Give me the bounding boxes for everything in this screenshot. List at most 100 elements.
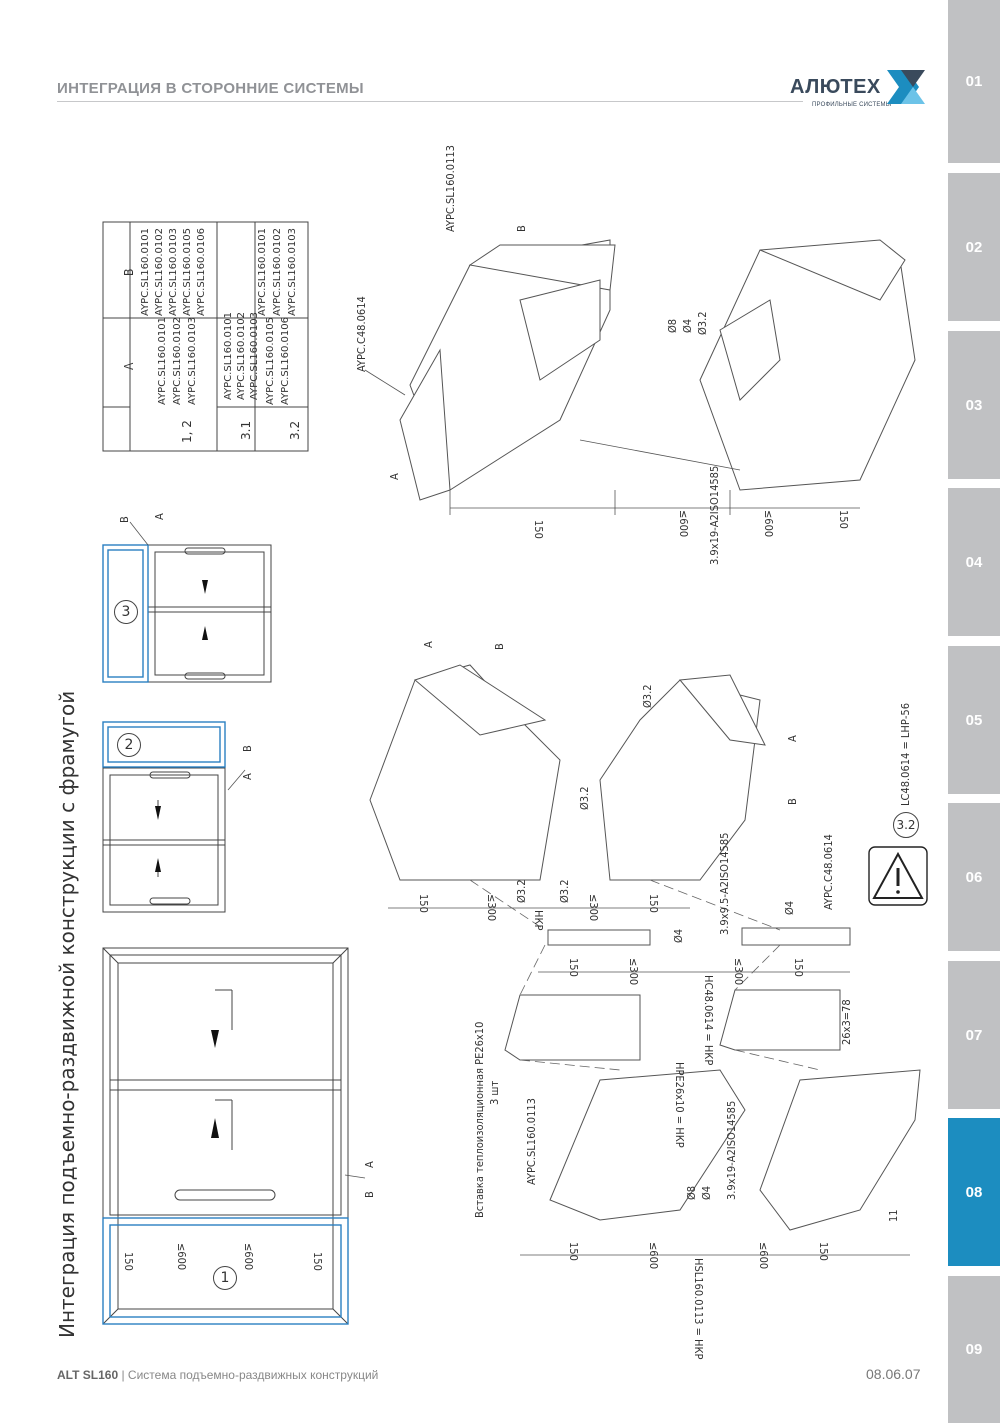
label-aypc-0113-bottom: AYPC.SL160.0113 <box>525 1098 538 1185</box>
label-insert-qty: 3 шт <box>488 1080 501 1105</box>
dim-hsl: HSL160.0113 = HКР <box>692 1258 705 1360</box>
footer-page-number: 08.06.07 <box>866 1366 921 1382</box>
tab-09[interactable]: 09 <box>948 1276 1000 1423</box>
table-cell: AYPC.SL160.0103 <box>168 228 179 316</box>
scheme-2-marker: 2 <box>117 733 141 757</box>
tab-label: 04 <box>965 553 983 571</box>
tab-03[interactable]: 03 <box>948 331 1000 479</box>
dim-150: 150 <box>417 894 430 913</box>
scheme-1-dim: 150 <box>122 1252 135 1271</box>
label-a: A <box>786 735 799 742</box>
tab-06[interactable]: 06 <box>948 803 1000 951</box>
scheme-1-label-b: B <box>363 1191 376 1198</box>
case-3-2-marker: 3.2 <box>893 812 919 838</box>
dim-300: ≤300 <box>587 894 600 922</box>
drawing-title: Интеграция подъемно-раздвижной конструкц… <box>55 690 79 1338</box>
brand-logo-name: АЛЮТЕХ <box>790 76 881 98</box>
table-cell: AYPC.SL160.0105 <box>182 228 193 316</box>
brand-logo-subtitle: ПРОФИЛЬНЫЕ СИСТЕМЫ <box>812 102 892 108</box>
scheme-2-label-b: B <box>241 745 254 752</box>
tab-label: 07 <box>965 1026 983 1044</box>
dim-150: 150 <box>647 894 660 913</box>
dim-150: 150 <box>567 958 580 977</box>
table-cell: AYPC.SL160.0101 <box>157 317 168 405</box>
brand-logo-icon <box>887 70 925 104</box>
label-d32: Ø3.2 <box>558 879 571 903</box>
label-a: A <box>388 473 401 480</box>
dim-150: 150 <box>532 520 545 539</box>
scheme-1-marker: 1 <box>213 1266 237 1290</box>
scheme-3-label-a: A <box>153 513 166 520</box>
dim-600: ≤600 <box>757 1242 770 1270</box>
table-cell: AYPC.SL160.0106 <box>196 228 207 316</box>
dim-600: ≤600 <box>677 510 690 538</box>
table-cell: AYPC.SL160.0106 <box>280 317 291 405</box>
tab-label: 08 <box>965 1183 983 1201</box>
table-header-a: A <box>122 362 136 370</box>
label-aypc-c48-middle: AYPC.C48.0614 <box>822 834 835 910</box>
label-screw-middle: 3.9х9.5-A2ISO14585 <box>718 832 731 935</box>
tab-label: 03 <box>965 396 983 414</box>
table-header-b: B <box>122 268 136 276</box>
dim-600: ≤600 <box>647 1242 660 1270</box>
dim-11: 11 <box>887 1209 900 1222</box>
scheme-3-label-b: B <box>118 516 131 523</box>
page-section-title: ИНТЕГРАЦИЯ В СТОРОННИЕ СИСТЕМЫ <box>57 80 364 97</box>
dim-600: ≤600 <box>762 510 775 538</box>
table-cell: AYPC.SL160.0102 <box>154 228 165 316</box>
label-b: B <box>786 798 799 805</box>
label-screw-top: 3.9х19-A2ISO14585 <box>708 465 721 565</box>
dim-pe: 26х3=78 <box>840 999 853 1045</box>
tab-07[interactable]: 07 <box>948 961 1000 1109</box>
dim-hc48: HC48.0614 = HКР <box>702 975 715 1066</box>
dim-150: 150 <box>817 1242 830 1261</box>
label-d32: Ø3.2 <box>696 311 709 335</box>
label-screw-bottom: 3.9х19-A2ISO14585 <box>725 1100 738 1200</box>
scheme-2-label-a: A <box>241 773 254 780</box>
dim-150: 150 <box>792 958 805 977</box>
label-d8: Ø8 <box>666 318 679 333</box>
dim-150: 150 <box>567 1242 580 1261</box>
label-aypc-0113-top: AYPC.SL160.0113 <box>444 145 457 232</box>
table-cell: AYPC.SL160.0101 <box>257 228 268 316</box>
tab-01[interactable]: 01 <box>948 0 1000 163</box>
table-cell: AYPC.SL160.0105 <box>265 317 276 405</box>
footer-system-name: | Система подъемно-раздвижных конструкци… <box>121 1368 379 1382</box>
tab-label: 01 <box>965 73 983 90</box>
label-d32: Ø3.2 <box>515 879 528 903</box>
tab-label: 05 <box>965 711 983 729</box>
label-d4: Ø4 <box>681 318 694 333</box>
label-b: B <box>493 643 506 650</box>
label-insert: Вставка теплоизоляционная PE26х10 <box>473 1021 486 1218</box>
label-d32: Ø3.2 <box>641 684 654 708</box>
tab-label: 09 <box>965 1341 983 1358</box>
table-cell: AYPC.SL160.0103 <box>287 228 298 316</box>
footer-system-code: ALT SL160 <box>57 1368 119 1382</box>
tab-05[interactable]: 05 <box>948 646 1000 794</box>
table-cell: AYPC.SL160.0101 <box>140 228 151 316</box>
table-cell: AYPC.SL160.0102 <box>172 317 183 405</box>
table-case-3-1: 3.1 <box>239 420 253 440</box>
tab-08[interactable]: 08 <box>948 1118 1000 1266</box>
formula-length: LC48.0614 = LНР-56 <box>899 703 912 806</box>
label-b: B <box>515 225 528 232</box>
tab-04[interactable]: 04 <box>948 488 1000 636</box>
dim-300: ≤300 <box>627 958 640 986</box>
tab-label: 02 <box>965 238 983 256</box>
label-d4: Ø4 <box>700 1185 713 1200</box>
table-cell: AYPC.SL160.0103 <box>187 317 198 405</box>
dim-300: ≤300 <box>485 894 498 922</box>
table-case-1-2: 1, 2 <box>180 420 194 443</box>
scheme-3-marker: 3 <box>114 600 138 624</box>
scheme-1-dim: 150 <box>311 1252 324 1271</box>
tab-02[interactable]: 02 <box>948 173 1000 321</box>
table-cell-span: AYPC.SL160.0101 AYPC.SL160.0102 AYPC.SL1… <box>223 312 260 400</box>
dim-150: 150 <box>837 510 850 529</box>
label-d4: Ø4 <box>783 900 796 915</box>
label-d32: Ø3.2 <box>578 786 591 810</box>
label-d8: Ø8 <box>685 1185 698 1200</box>
dim-hkp: HКР <box>532 910 545 931</box>
scheme-1-dim: ≤600 <box>175 1243 188 1271</box>
scheme-1-label-a: A <box>363 1161 376 1168</box>
